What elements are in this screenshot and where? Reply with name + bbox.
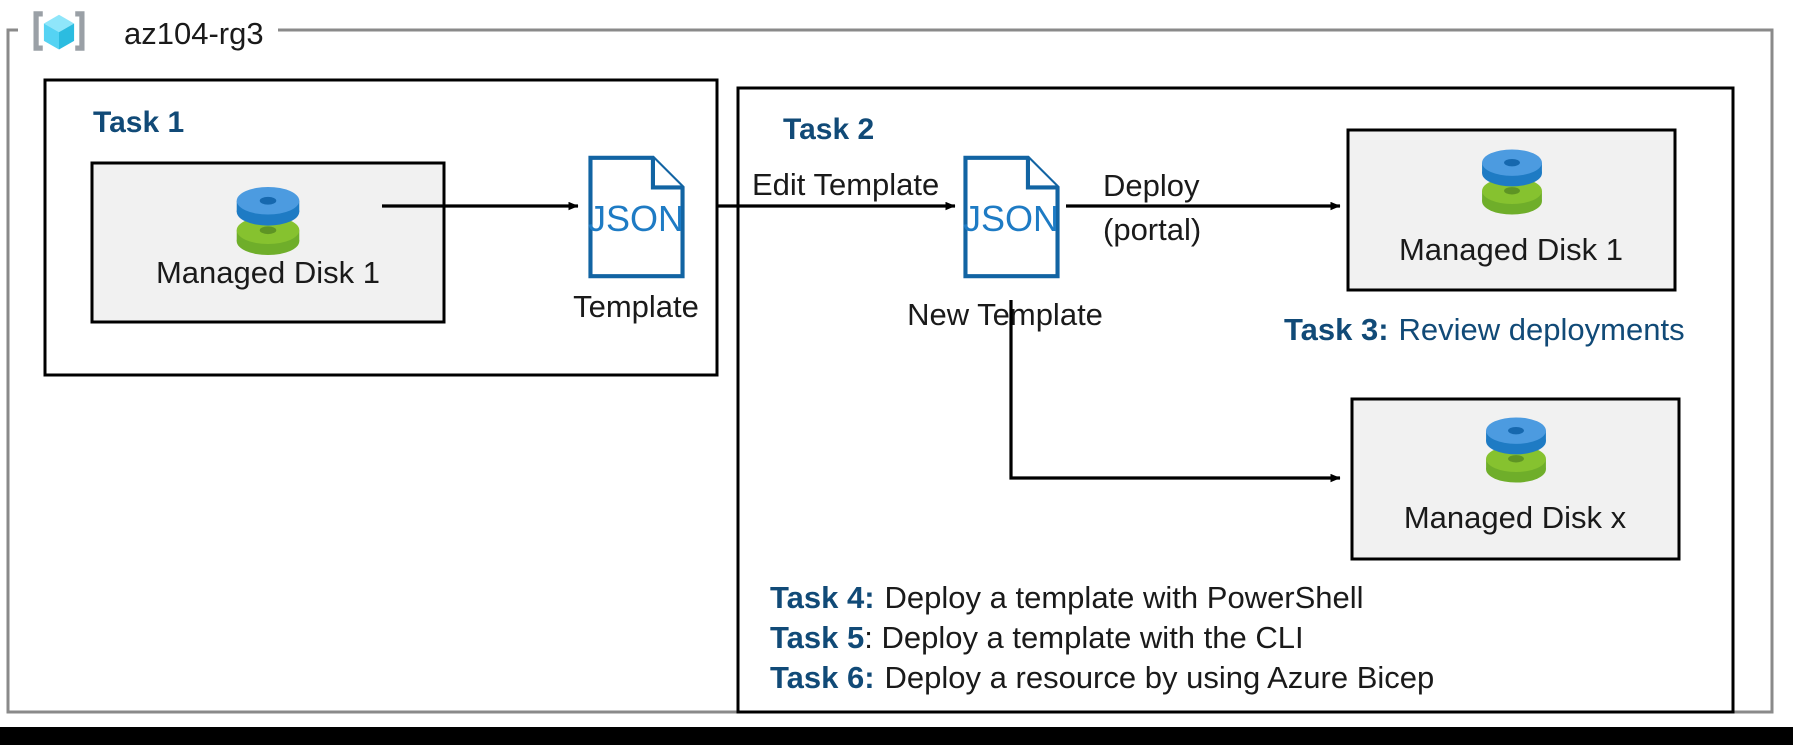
task1-json-doc-label: JSON xyxy=(588,198,684,239)
new-template-caption: New Template xyxy=(907,297,1103,332)
bottom-bar xyxy=(0,727,1793,745)
task1-template-caption: Template xyxy=(573,289,699,324)
edit-template-arrow-label: Edit Template xyxy=(752,167,939,202)
task3-label-bold: Task 3: xyxy=(1284,312,1389,347)
deploy-branch-arrow xyxy=(1009,300,1341,483)
task2-managed-disk-1-label: Managed Disk 1 xyxy=(1399,232,1623,267)
task5-rest: : Deploy a template with the CLI xyxy=(864,620,1303,655)
task5-bold: Task 5 xyxy=(770,620,864,655)
task4-rest: Deploy a template with PowerShell xyxy=(885,580,1364,615)
task2-title: Task 2 xyxy=(783,113,874,146)
task-list-item-4: Task 4: Deploy a template with PowerShell xyxy=(770,580,1364,615)
task3-label: Task 3: Review deployments xyxy=(1284,312,1685,347)
task1-title: Task 1 xyxy=(93,106,184,139)
task6-rest: Deploy a resource by using Azure Bicep xyxy=(885,660,1435,695)
managed-disk-icon xyxy=(1486,417,1546,483)
task-list-item-5: Task 5: Deploy a template with the CLI xyxy=(770,620,1304,655)
task2-json-doc-label: JSON xyxy=(963,198,1059,239)
task3-label-rest: Review deployments xyxy=(1399,312,1685,347)
deploy-arrow-label-line2: (portal) xyxy=(1103,212,1201,247)
resource-group-name: az104-rg3 xyxy=(124,16,264,51)
task4-bold: Task 4: xyxy=(770,580,875,615)
task6-bold: Task 6: xyxy=(770,660,875,695)
managed-disk-icon xyxy=(236,186,300,256)
task1-managed-disk-label: Managed Disk 1 xyxy=(156,255,380,290)
task-list-item-6: Task 6: Deploy a resource by using Azure … xyxy=(770,660,1434,695)
deploy-arrow-label-line1: Deploy xyxy=(1103,168,1200,203)
task2-managed-disk-x-label: Managed Disk x xyxy=(1404,500,1627,535)
managed-disk-icon xyxy=(1482,149,1542,215)
